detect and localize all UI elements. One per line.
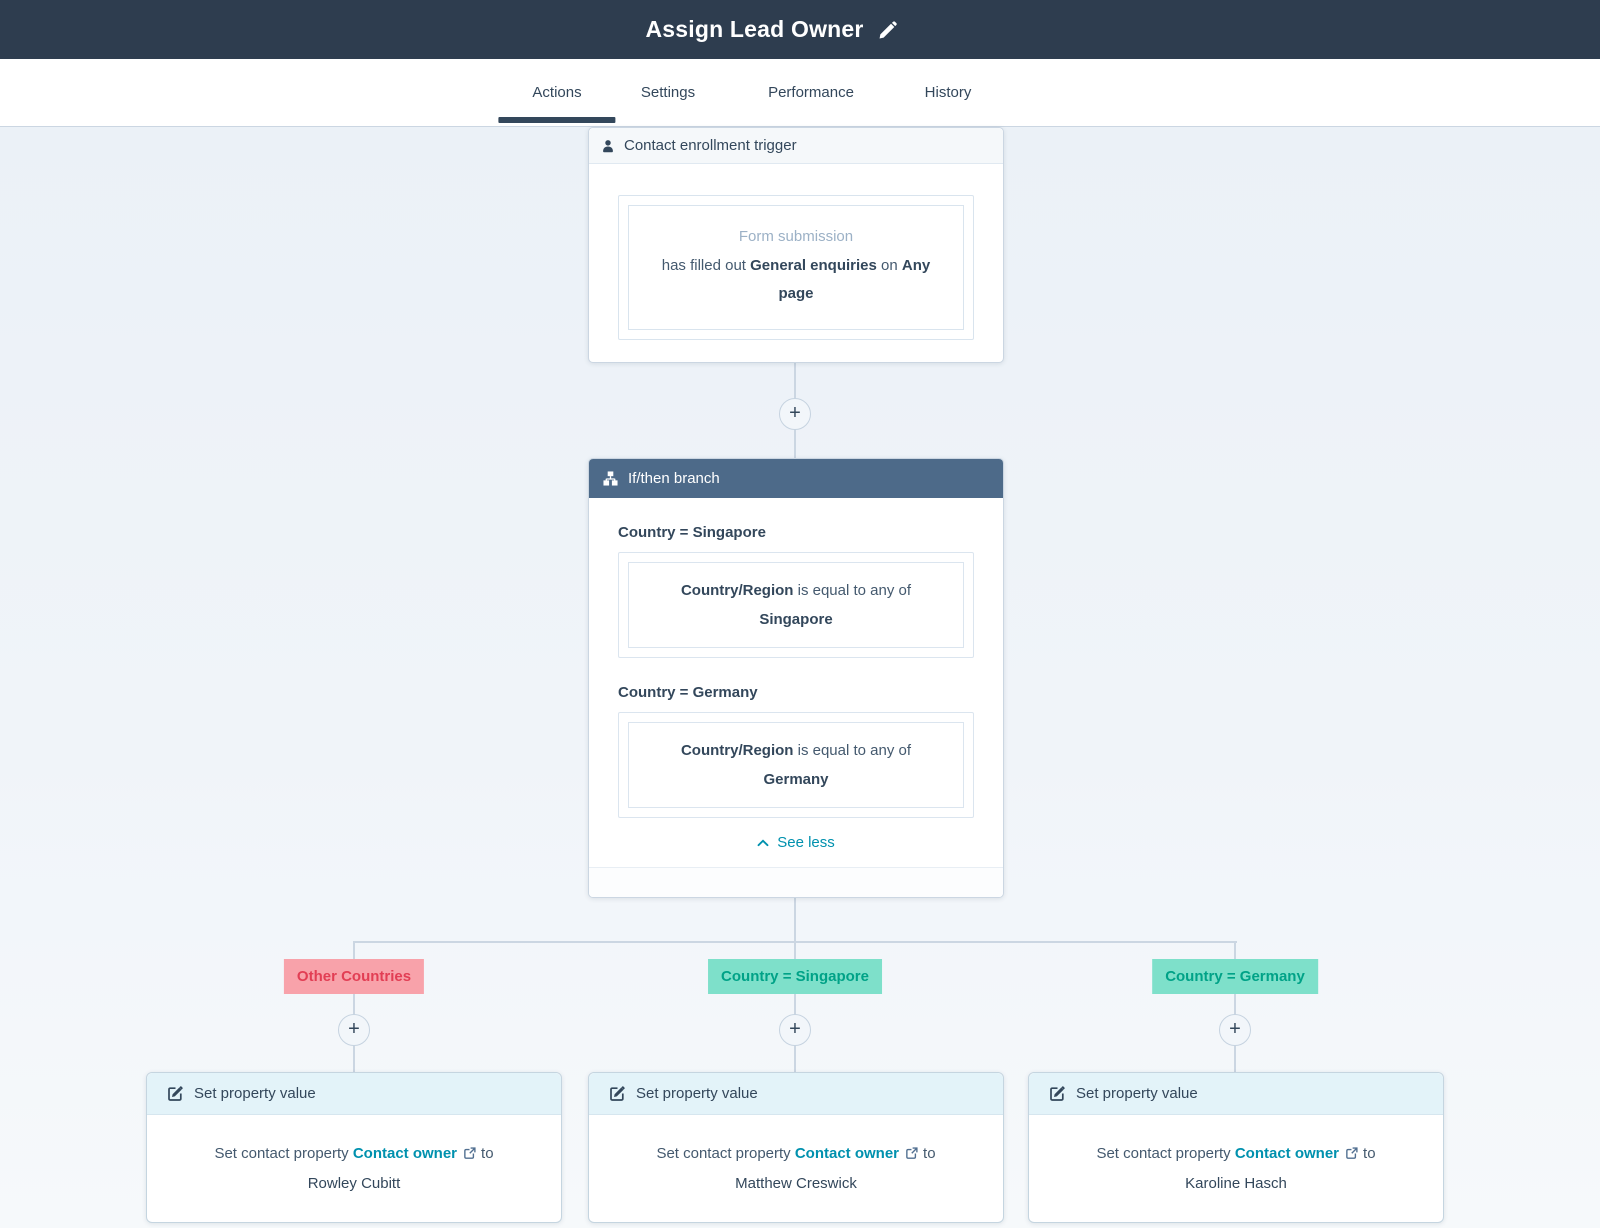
- set-property-card-germany[interactable]: Set property value Set contact property …: [1028, 1072, 1444, 1223]
- contact-icon: [601, 139, 615, 153]
- branch-card-header: If/then branch: [589, 459, 1003, 498]
- connector-line: [794, 898, 796, 942]
- condition-text: Country/Region is equal to any of: [680, 742, 912, 759]
- pencil-icon: [879, 20, 897, 39]
- external-link-icon: [905, 1147, 918, 1160]
- trigger-detail: has filled out General enquiries on Any …: [661, 256, 931, 302]
- action-card-title: Set property value: [194, 1085, 316, 1102]
- action-card-header: Set property value: [589, 1073, 1003, 1115]
- branch-name: Country = Singapore: [618, 524, 766, 541]
- plus-icon: +: [348, 1018, 360, 1040]
- connector-line: [353, 942, 355, 1072]
- edit-property-icon: [1049, 1085, 1065, 1102]
- set-property-card-other[interactable]: Set property value Set contact property …: [146, 1072, 562, 1223]
- workflow-tabbar: Actions Settings Performance History: [0, 59, 1600, 127]
- edit-title-button[interactable]: [879, 20, 897, 39]
- action-card-title: Set property value: [1076, 1085, 1198, 1102]
- contact-owner-link[interactable]: Contact owner: [794, 1145, 900, 1162]
- condition-value: Singapore: [759, 611, 833, 628]
- add-action-button[interactable]: +: [338, 1014, 370, 1046]
- contact-enrollment-trigger-card[interactable]: Contact enrollment trigger Form submissi…: [588, 127, 1004, 363]
- chevron-up-icon: [757, 839, 769, 847]
- branch-condition-box: Country/Region is equal to any of German…: [618, 712, 974, 818]
- condition-text: Country/Region is equal to any of: [680, 582, 912, 599]
- action-card-header: Set property value: [1029, 1073, 1443, 1115]
- see-less-link[interactable]: See less: [618, 834, 974, 851]
- add-action-button[interactable]: +: [779, 398, 811, 430]
- plus-icon: +: [1229, 1018, 1241, 1040]
- owner-name: Matthew Creswick: [735, 1175, 857, 1192]
- trigger-card-header: Contact enrollment trigger: [589, 128, 1003, 164]
- external-link-icon: [463, 1147, 476, 1160]
- connector-line: [794, 942, 796, 1072]
- trigger-event-type: Form submission: [738, 227, 854, 245]
- connector-line: [1234, 942, 1236, 1072]
- trigger-card-title: Contact enrollment trigger: [624, 137, 797, 154]
- external-link-icon: [1345, 1147, 1358, 1160]
- tab-performance[interactable]: Performance: [768, 84, 854, 101]
- plus-icon: +: [789, 402, 801, 424]
- tab-settings[interactable]: Settings: [640, 84, 696, 101]
- contact-owner-link[interactable]: Contact owner: [352, 1145, 458, 1162]
- action-card-title: Set property value: [636, 1085, 758, 1102]
- branch-card-title: If/then branch: [628, 470, 720, 487]
- set-property-card-singapore[interactable]: Set property value Set contact property …: [588, 1072, 1004, 1223]
- branch-condition-box: Country/Region is equal to any of Singap…: [618, 552, 974, 658]
- workflow-title: Assign Lead Owner: [645, 16, 864, 42]
- branch-label-other-countries: Other Countries: [283, 959, 425, 994]
- branch-label-germany: Country = Germany: [1152, 959, 1318, 994]
- if-then-branch-card[interactable]: If/then branch Country = Singapore Count…: [588, 458, 1004, 898]
- action-card-header: Set property value: [147, 1073, 561, 1115]
- add-action-button[interactable]: +: [779, 1014, 811, 1046]
- owner-name: Rowley Cubitt: [307, 1175, 401, 1192]
- plus-icon: +: [789, 1018, 801, 1040]
- workflow-topbar: Assign Lead Owner: [0, 0, 1600, 59]
- trigger-criteria-box: Form submission has filled out General e…: [618, 195, 974, 340]
- condition-value: Germany: [763, 771, 829, 788]
- owner-name: Karoline Hasch: [1185, 1175, 1287, 1192]
- contact-owner-link[interactable]: Contact owner: [1234, 1145, 1340, 1162]
- branch-card-footer: [589, 867, 1003, 897]
- edit-property-icon: [609, 1085, 625, 1102]
- branch-label-singapore: Country = Singapore: [708, 959, 882, 994]
- edit-property-icon: [167, 1085, 183, 1102]
- tab-actions[interactable]: Actions: [498, 59, 616, 126]
- sitemap-icon: [603, 471, 618, 486]
- branch-name: Country = Germany: [618, 684, 758, 701]
- add-action-button[interactable]: +: [1219, 1014, 1251, 1046]
- tab-history[interactable]: History: [924, 84, 972, 101]
